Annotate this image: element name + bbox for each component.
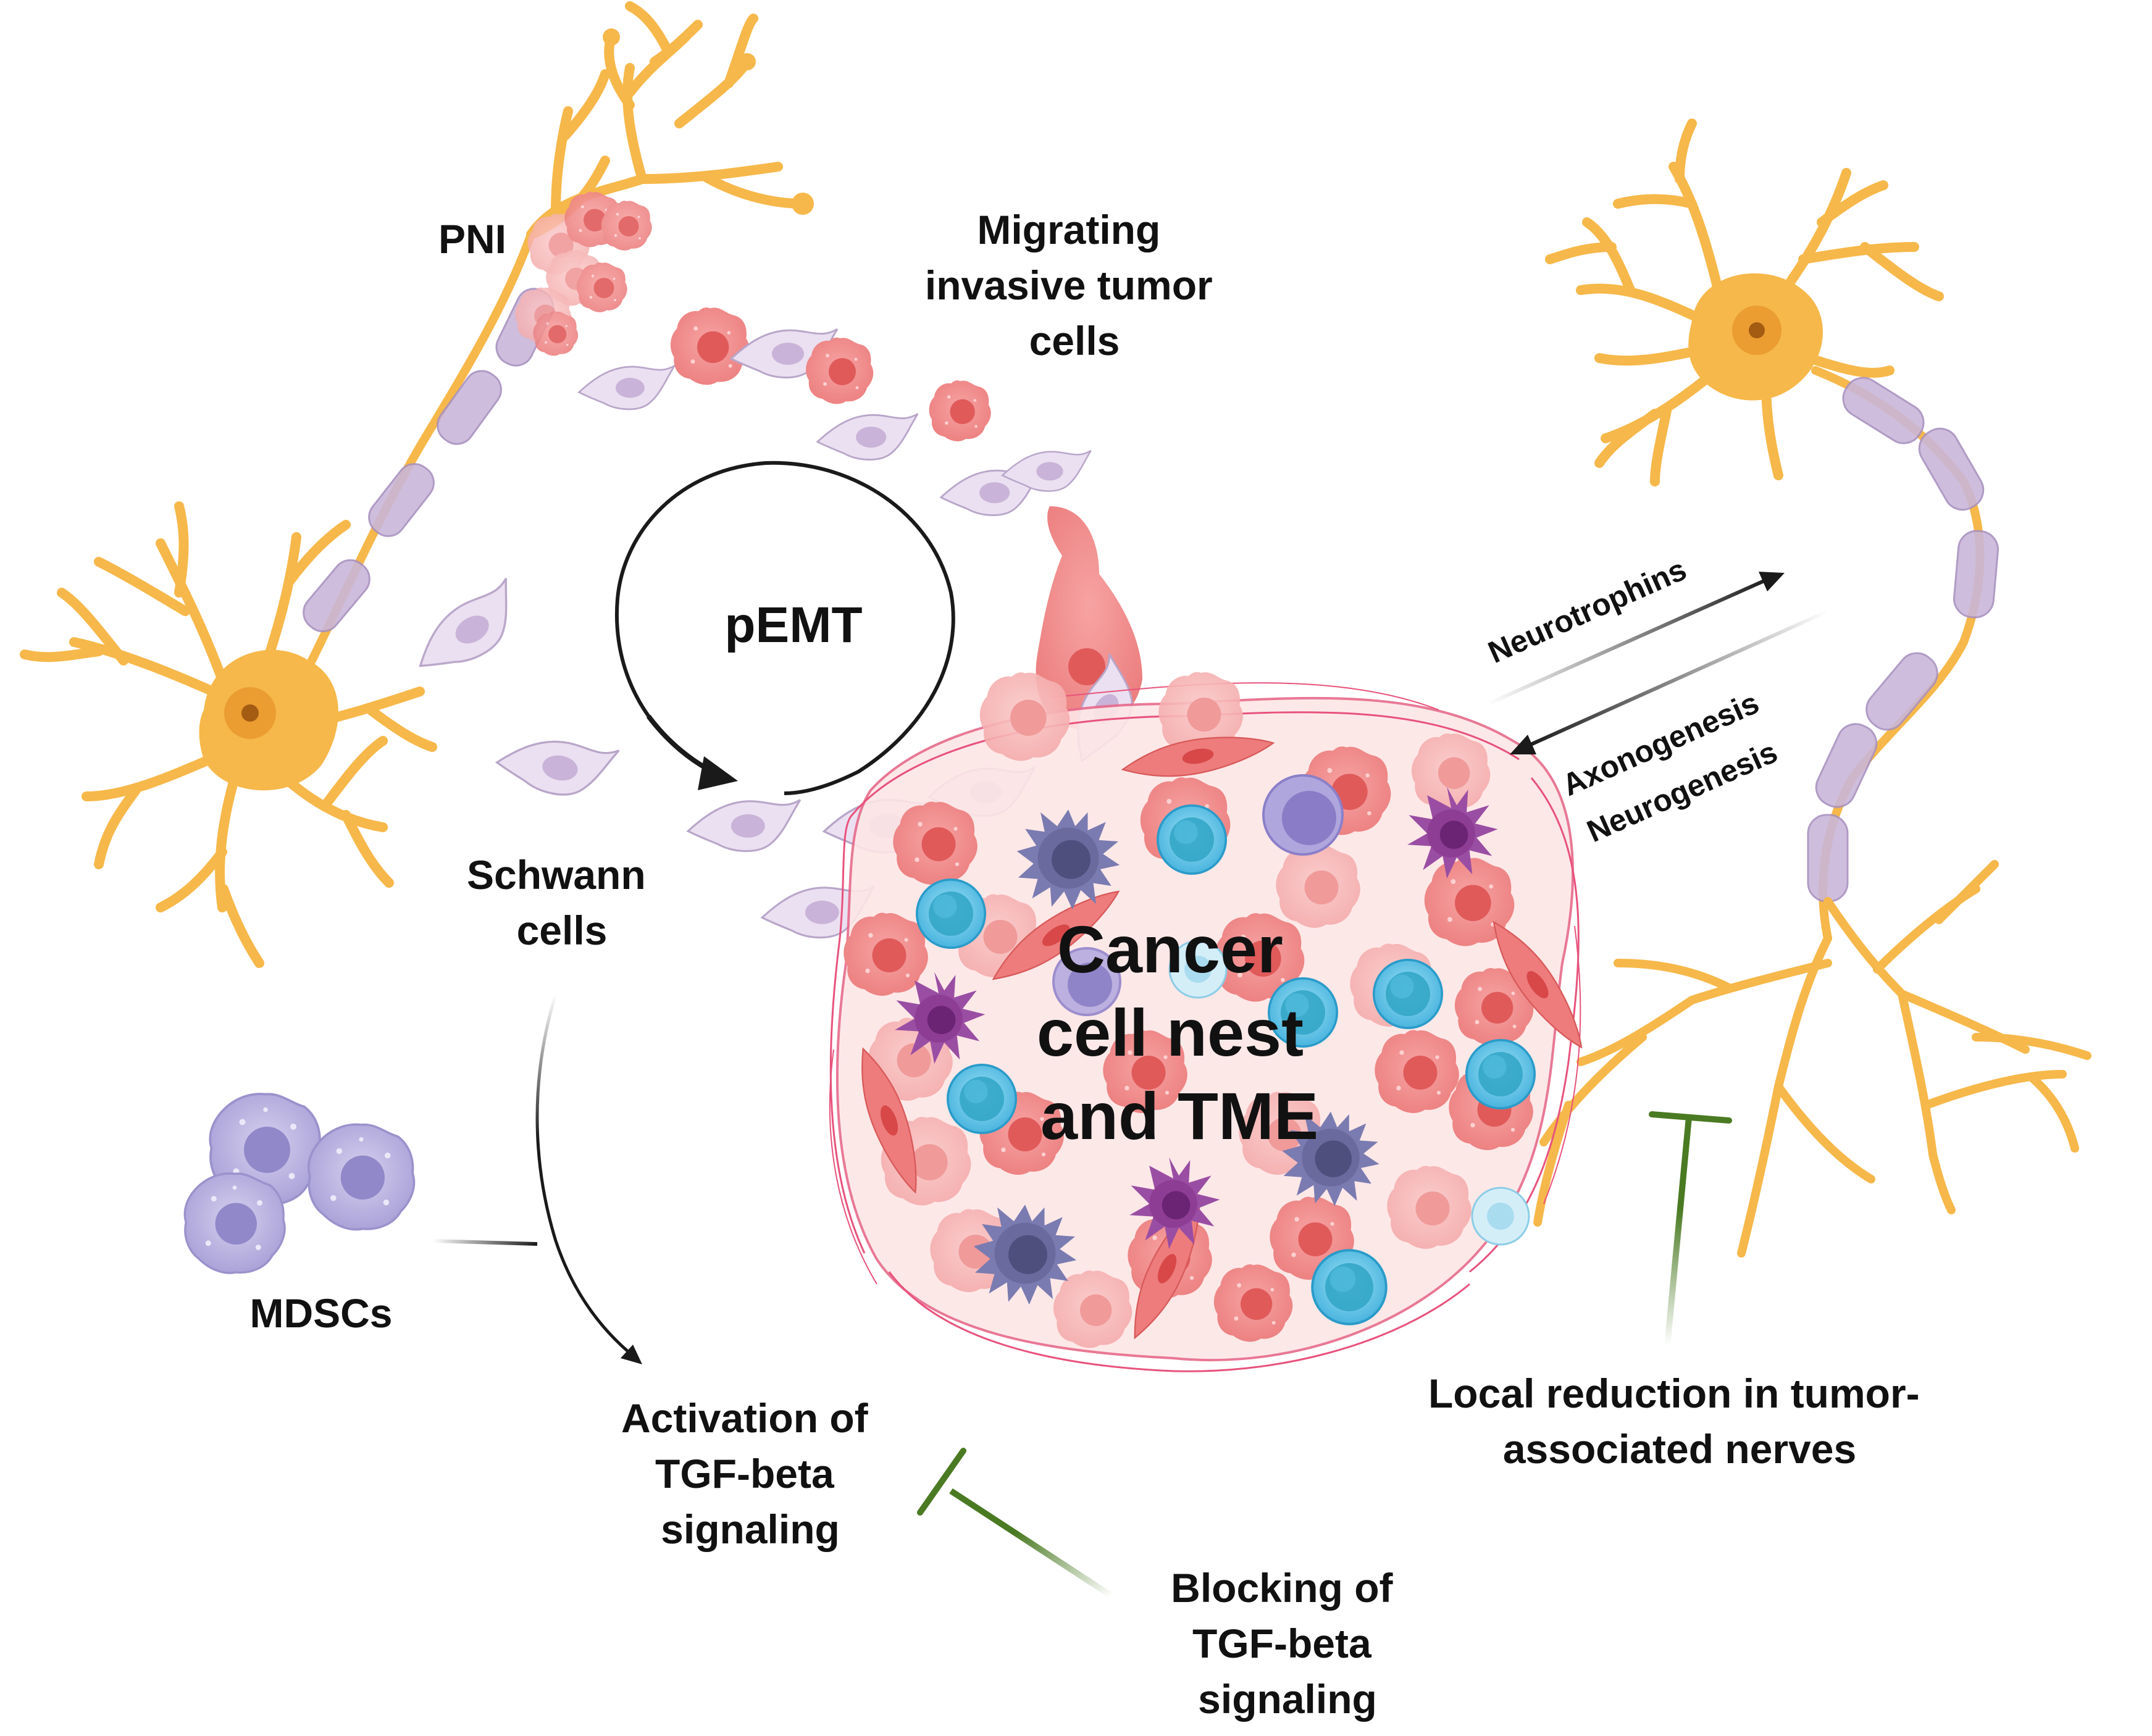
label-pemt: pEMT (724, 597, 862, 653)
label-schwann-cells: Schwann cells (467, 852, 657, 953)
label-blocking: Blocking of TGF-beta signaling (1171, 1565, 1404, 1722)
left-neuron-icon (20, 1, 814, 968)
label-mdscs: MDSCs (249, 1290, 392, 1336)
mdsc-icon (183, 1093, 416, 1274)
mdsc-connector-line (432, 1239, 538, 1246)
migrating-cells (578, 307, 1142, 730)
tgf-beta-blocking-inhibition (917, 1448, 1113, 1599)
neurotrophins-arrow (1487, 572, 1785, 706)
label-local-reduction: Local reduction in tumor- associated ner… (1428, 1371, 1931, 1472)
pemt-cycle-arrow (615, 461, 955, 795)
axonogenesis-arrow (1510, 609, 1829, 754)
label-pni: PNI (438, 216, 506, 262)
right-neuron-icon (1533, 119, 2091, 1258)
label-cancer-nest: Cancer cell nest and TME (1037, 912, 1322, 1153)
schwann-to-activation-arrow (535, 993, 637, 1359)
label-activation: Activation of TGF-beta signaling (621, 1395, 879, 1552)
nerve-reduction-inhibition (1649, 1111, 1732, 1346)
pni-tumor-cluster-icon (515, 191, 652, 356)
label-neurotrophins: Neurotrophins (1483, 552, 1691, 670)
cancer-cell-nest (829, 672, 1596, 1372)
label-migrating: Migrating invasive tumor cells (925, 207, 1224, 364)
